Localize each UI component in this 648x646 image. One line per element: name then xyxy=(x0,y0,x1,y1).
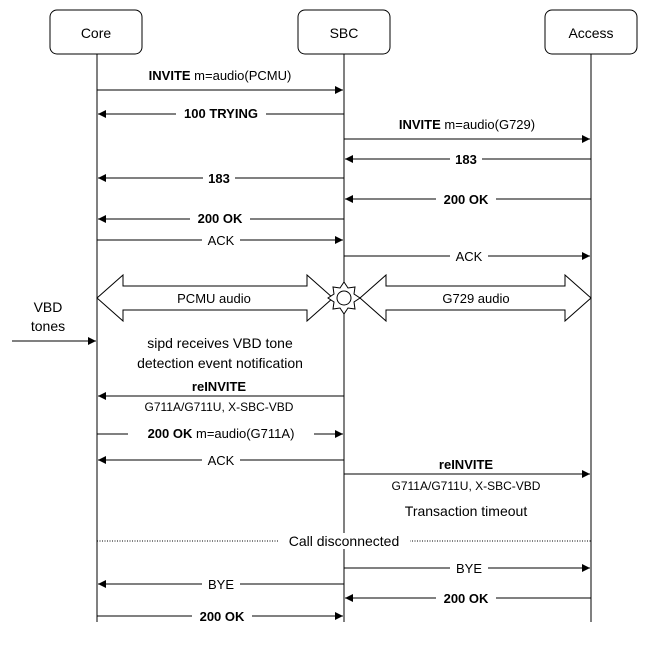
transaction-timeout-note: Transaction timeout xyxy=(405,503,528,519)
g729-media-arrow: G729 audio xyxy=(359,273,592,323)
g729-media-label: G729 audio xyxy=(442,291,509,306)
sbc-label: SBC xyxy=(330,25,359,41)
pcmu-media-label: PCMU audio xyxy=(177,291,251,306)
msg-bye-sbc-access: BYE xyxy=(344,560,590,576)
msg-ack-core-sbc-label: ACK xyxy=(208,233,235,248)
sbc-node: SBC xyxy=(297,9,391,55)
msg-reinvite-sbc-access: reINVITE G711A/G711U, X-SBC-VBD xyxy=(344,457,590,493)
msg-200ok-core-sbc-label: 200 OK m=audio(G711A) xyxy=(148,426,295,441)
msg-ack-sbc-core: ACK xyxy=(98,452,344,468)
msg-reinvite-sbc-access-sub: G711A/G711U, X-SBC-VBD xyxy=(392,479,541,493)
msg-183-access-sbc-label: 183 xyxy=(455,152,477,167)
pcmu-media-arrow: PCMU audio xyxy=(96,273,334,323)
msg-ack-core-sbc: ACK xyxy=(97,232,343,248)
msg-100-trying: 100 TRYING xyxy=(98,106,344,121)
msg-reinvite-sbc-core: reINVITE G711A/G711U, X-SBC-VBD xyxy=(98,379,344,414)
core-node: Core xyxy=(49,9,143,55)
core-label: Core xyxy=(81,25,112,41)
msg-100-trying-label: 100 TRYING xyxy=(184,106,258,121)
msg-200ok-core-sbc-bye-label: 200 OK xyxy=(200,609,245,624)
msg-200ok-core-sbc: 200 OK m=audio(G711A) xyxy=(97,426,343,441)
msg-reinvite-sbc-core-sub: G711A/G711U, X-SBC-VBD xyxy=(145,400,294,414)
msg-ack-sbc-access: ACK xyxy=(344,248,590,264)
access-node: Access xyxy=(544,9,638,55)
msg-reinvite-sbc-core-label: reINVITE xyxy=(192,379,247,394)
msg-200ok-access-sbc: 200 OK xyxy=(345,191,591,207)
msg-183-access-sbc: 183 xyxy=(345,151,591,167)
gear-icon xyxy=(327,281,361,315)
msg-183-sbc-core-label: 183 xyxy=(208,171,230,186)
msg-bye-sbc-core: BYE xyxy=(98,576,344,592)
vbd-tones-input: VBD tones xyxy=(12,299,96,345)
msg-200ok-access-sbc-bye-label: 200 OK xyxy=(444,591,489,606)
msg-ack-sbc-access-label: ACK xyxy=(456,249,483,264)
msg-bye-sbc-core-label: BYE xyxy=(208,577,234,592)
call-disconnected-label: Call disconnected xyxy=(289,533,400,549)
msg-invite-sbc-access: INVITE m=audio(G729) xyxy=(344,117,590,143)
msg-invite-core-sbc-label: INVITE m=audio(PCMU) xyxy=(149,68,292,83)
call-disconnected-separator: Call disconnected xyxy=(97,533,591,549)
msg-200ok-access-sbc-bye: 200 OK xyxy=(345,590,591,606)
msg-bye-sbc-access-label: BYE xyxy=(456,561,482,576)
msg-invite-sbc-access-label: INVITE m=audio(G729) xyxy=(399,117,535,132)
msg-200ok-core-sbc-bye: 200 OK xyxy=(97,608,343,624)
msg-200ok-access-sbc-label: 200 OK xyxy=(444,192,489,207)
sipd-note-line1: sipd receives VBD tone xyxy=(147,335,293,351)
msg-200ok-sbc-core: 200 OK xyxy=(98,211,344,226)
msg-200ok-sbc-core-label: 200 OK xyxy=(198,211,243,226)
access-label: Access xyxy=(568,25,613,41)
vbd-label-line1: VBD xyxy=(34,299,63,315)
msg-ack-sbc-core-label: ACK xyxy=(208,453,235,468)
vbd-label-line2: tones xyxy=(31,318,65,334)
msg-invite-core-sbc: INVITE m=audio(PCMU) xyxy=(97,68,343,94)
msg-reinvite-sbc-access-label: reINVITE xyxy=(439,457,494,472)
msg-183-sbc-core: 183 xyxy=(98,170,344,186)
sipd-note-line2: detection event notification xyxy=(137,355,303,371)
